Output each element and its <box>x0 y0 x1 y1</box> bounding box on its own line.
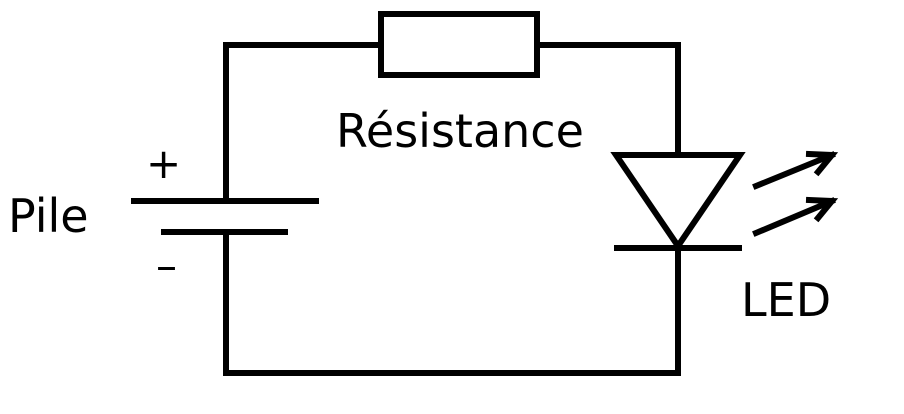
battery-label: Pile <box>8 189 89 243</box>
led-arrow-1-head <box>805 150 839 177</box>
wire-top-left <box>223 42 384 202</box>
light-emission-arrows <box>752 150 839 237</box>
wire-bottom <box>223 229 681 376</box>
resistor-label: Résistance <box>336 104 584 158</box>
minus-sign: – <box>156 241 177 290</box>
circuit-wires <box>223 42 681 376</box>
led-arrow-2-head <box>805 196 839 223</box>
battery-symbol <box>131 198 319 235</box>
led-triangle <box>610 152 746 252</box>
wire-top-right <box>534 42 681 158</box>
resistor-symbol <box>378 11 540 78</box>
led-label: LED <box>741 273 831 327</box>
led-arrow-2-shaft <box>752 197 836 237</box>
led-symbol <box>610 150 839 252</box>
plus-sign: + <box>146 139 181 188</box>
led-arrow-1-shaft <box>752 151 836 190</box>
